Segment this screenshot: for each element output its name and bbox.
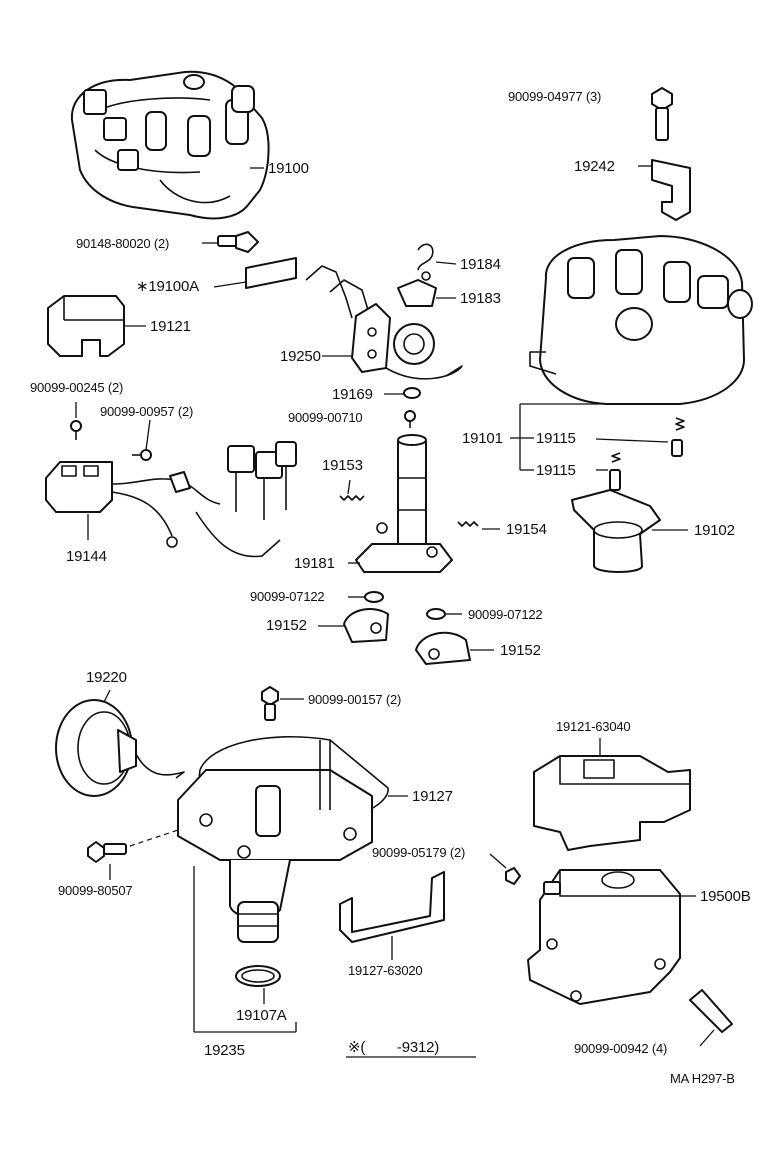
rotor-19102 (571, 489, 688, 573)
weight-19152-left (318, 608, 389, 643)
label-90099-80507: 90099-80507 (58, 883, 133, 898)
label-19169: 19169 (332, 386, 373, 403)
label-19121: 19121 (150, 318, 191, 335)
vacuum-advance-19220 (55, 689, 185, 797)
label-19127-63020: 19127-63020 (348, 963, 423, 978)
label-90099-07122-left: 90099-07122 (250, 589, 325, 604)
screw-90099-00957 (132, 419, 152, 461)
magnet-19183 (397, 279, 456, 307)
label-90148-80020: 90148-80020 (2) (76, 236, 170, 251)
label-19107a: 19107A (236, 1007, 287, 1024)
clip-19184 (417, 243, 457, 281)
bracket-19127-63020 (339, 871, 445, 960)
label-19250: 19250 (280, 348, 321, 365)
pickup-coil-19250 (305, 265, 463, 380)
label-19115-upper: 19115 (536, 430, 576, 447)
spring-19153 (339, 479, 365, 501)
distributor-cap-19101 (510, 235, 753, 471)
assembly-19500b (527, 869, 696, 1005)
washer-90099-07122-right (426, 608, 462, 620)
label-90099-00957: 90099-00957 (2) (100, 404, 194, 419)
label-19500b: 19500B (700, 888, 751, 905)
label-19102: 19102 (694, 522, 735, 539)
label-19144: 19144 (66, 548, 107, 565)
screw-90099-05179 (489, 853, 521, 885)
label-90099-00245: 90099-00245 (2) (30, 380, 124, 395)
weight-19152-right (415, 631, 494, 665)
label-90099-07122-right: 90099-07122 (468, 607, 543, 622)
bolt-90148-80020 (202, 231, 259, 253)
label-drawing-code: MA H297-B (670, 1071, 735, 1086)
label-19100a (213, 257, 297, 289)
o-ring-19107a (235, 965, 281, 1004)
spring-19115-upper (595, 417, 685, 457)
spring-19115-lower (596, 452, 621, 491)
cover-19121 (47, 295, 146, 357)
screw-90099-00710 (404, 410, 416, 428)
housing-19235 (129, 740, 373, 1033)
label-19101: 19101 (462, 430, 503, 447)
spring-19154 (457, 521, 500, 530)
label-19100: 19100 (268, 160, 309, 177)
bolt-90099-04977 (651, 87, 673, 141)
cover-19121-63040 (533, 738, 691, 851)
label-19220: 19220 (86, 669, 127, 686)
label-19181: 19181 (294, 555, 335, 572)
label-90099-00710: 90099-00710 (288, 410, 363, 425)
washer-90099-07122-left (348, 591, 384, 603)
label-19235: 19235 (204, 1042, 245, 1059)
label-19242: 19242 (574, 158, 615, 175)
governor-shaft-19181 (348, 434, 453, 573)
washer-19169 (384, 387, 421, 399)
distributor-assembly-19100 (70, 70, 270, 220)
label-19184: 19184 (460, 256, 501, 273)
bolt-90099-80507 (87, 841, 127, 880)
label-90099-05179: 90099-05179 (2) (372, 845, 466, 860)
label-19153: 19153 (322, 457, 363, 474)
label-19127: 19127 (412, 788, 453, 805)
label-19152-left: 19152 (266, 617, 307, 634)
label-19183: 19183 (460, 290, 501, 307)
label-90099-04977: 90099-04977 (3) (508, 89, 602, 104)
bolt-90099-00157 (261, 686, 304, 721)
label-19152-right: 19152 (500, 642, 541, 659)
bolt-90099-00942 (689, 989, 733, 1047)
bracket-19242 (638, 159, 691, 221)
label-90099-00157: 90099-00157 (2) (308, 692, 402, 707)
screw-90099-00245 (70, 402, 82, 440)
label-19115-lower: 19115 (536, 462, 576, 479)
label-19100a: ∗19100A (136, 278, 199, 295)
label-19121-63040: 19121-63040 (556, 719, 631, 734)
igniter-harness-19144 (45, 441, 297, 558)
label-note: ※( -9312) (348, 1039, 440, 1056)
label-19154: 19154 (506, 521, 547, 538)
label-90099-00942: 90099-00942 (4) (574, 1041, 668, 1056)
